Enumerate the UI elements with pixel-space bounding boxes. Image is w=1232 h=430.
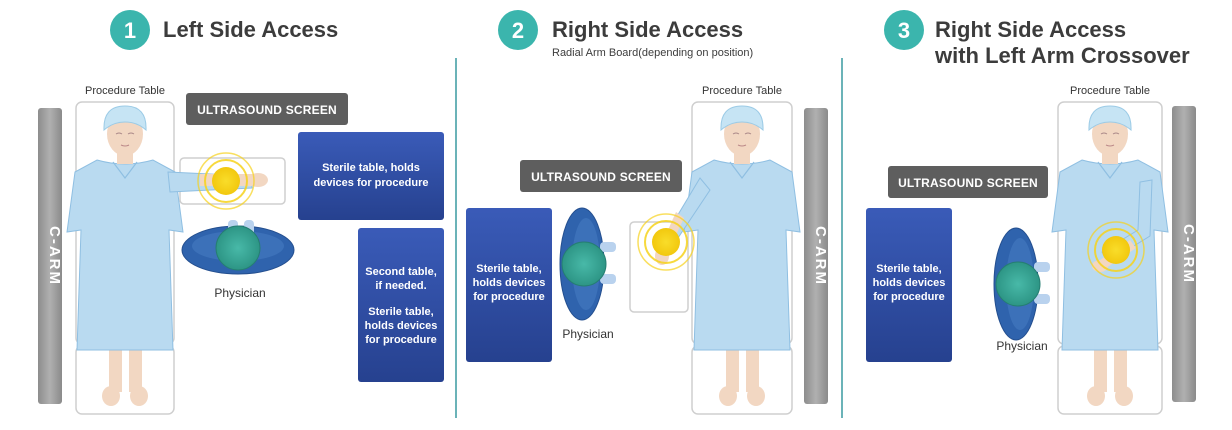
step-number: 2 xyxy=(512,18,524,43)
panel-subtitle: Radial Arm Board(depending on position) xyxy=(552,47,753,59)
second-table-text-1: Second table, xyxy=(365,266,437,278)
sterile-table-text-3: for procedure xyxy=(473,291,545,303)
procedure-table-label: Procedure Table xyxy=(702,85,782,97)
sterile-table xyxy=(466,208,552,362)
ultrasound-screen-label: ULTRASOUND SCREEN xyxy=(531,170,671,184)
sterile-table xyxy=(298,132,444,220)
sterile-table xyxy=(866,208,952,362)
sterile-table-text-1: Sterile table, xyxy=(876,263,941,275)
ultrasound-screen xyxy=(186,93,348,125)
sterile-table-text-1: Sterile table, xyxy=(476,263,541,275)
physician-label: Physician xyxy=(562,327,613,341)
panel-title: Left Side Access xyxy=(163,17,338,42)
step-badge xyxy=(110,10,150,50)
ultrasound-screen-label: ULTRASOUND SCREEN xyxy=(898,176,1038,190)
second-table-text-5: holds devices xyxy=(365,320,438,332)
c-arm xyxy=(1172,106,1196,402)
panel-title: Right Side Access xyxy=(552,17,743,42)
c-arm-label: C-ARM xyxy=(1180,224,1197,284)
second-table-text-2: if needed. xyxy=(375,280,426,292)
second-sterile-table xyxy=(358,228,444,382)
step-number: 1 xyxy=(124,18,136,43)
step-badge xyxy=(498,10,538,50)
panel-2: 2 Right Side Access Radial Arm Board(dep… xyxy=(466,10,829,415)
physician-figure xyxy=(559,207,617,321)
panel-1: 1 Left Side Access Procedure Table C-ARM… xyxy=(38,10,444,415)
sterile-table-text-3: for procedure xyxy=(873,291,945,303)
second-table-text-4: Sterile table, xyxy=(368,306,433,318)
c-arm-label: C-ARM xyxy=(812,226,829,286)
step-badge xyxy=(884,10,924,50)
ultrasound-screen-label: ULTRASOUND SCREEN xyxy=(197,103,337,117)
second-table-text-6: for procedure xyxy=(365,334,437,346)
panel-title-line-2: with Left Arm Crossover xyxy=(934,43,1190,68)
procedure-table-label: Procedure Table xyxy=(1070,85,1150,97)
sterile-table-text-2: devices for procedure xyxy=(314,177,429,189)
physician-figure xyxy=(181,219,295,275)
ultrasound-screen xyxy=(888,166,1048,198)
sterile-table-text-2: holds devices xyxy=(473,277,546,289)
c-arm xyxy=(38,108,62,404)
ultrasound-screen xyxy=(520,160,682,192)
c-arm xyxy=(804,108,828,404)
c-arm-label: C-ARM xyxy=(46,226,63,286)
physician-label: Physician xyxy=(214,286,265,300)
panel-title: Right Side Access xyxy=(935,17,1126,42)
procedure-table-label: Procedure Table xyxy=(85,85,165,97)
physician-figure xyxy=(993,227,1051,341)
sterile-table-text-1: Sterile table, holds xyxy=(322,162,420,174)
step-number: 3 xyxy=(898,18,910,43)
physician-label: Physician xyxy=(996,339,1047,353)
panel-3: 3 Right Side Access with Left Arm Crosso… xyxy=(866,10,1197,415)
sterile-table-text-2: holds devices xyxy=(873,277,946,289)
